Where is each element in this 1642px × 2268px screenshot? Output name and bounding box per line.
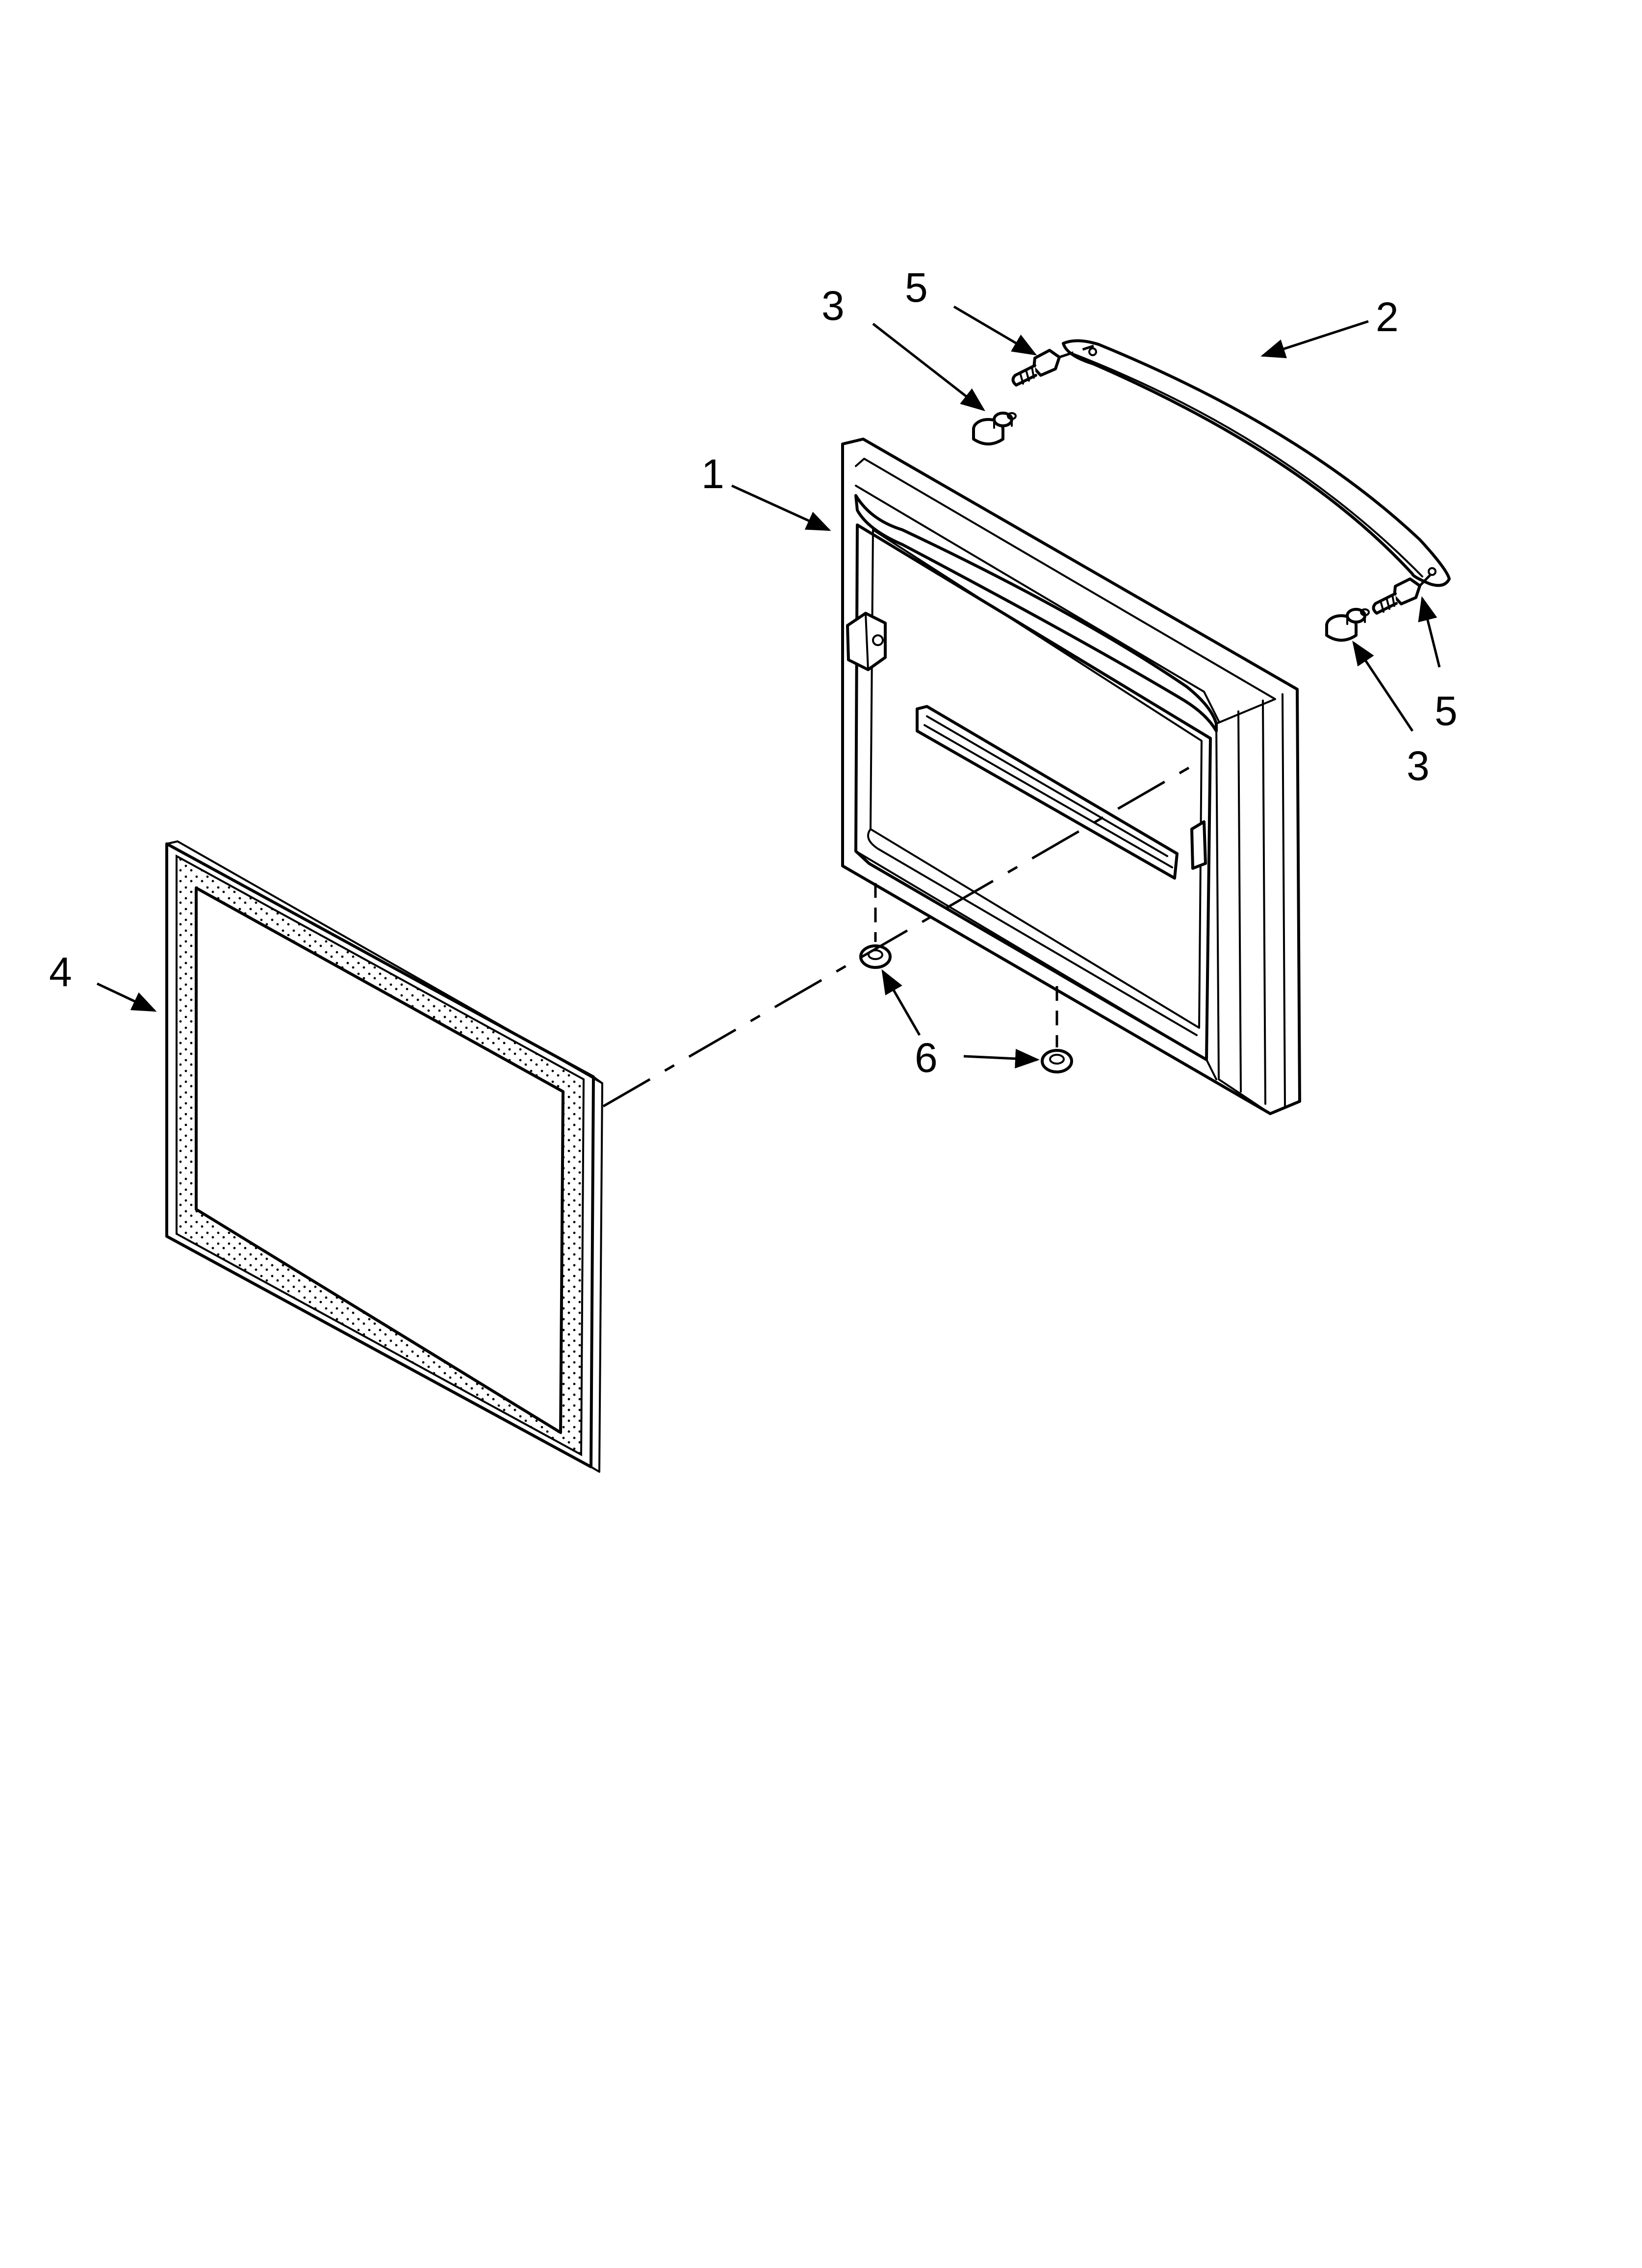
hinge-bracket [846, 612, 887, 671]
callout-gasket: 4 [49, 949, 72, 995]
callout-stud-top: 3 [821, 283, 845, 329]
leader-screw-right [1418, 596, 1441, 668]
gasket-part [165, 840, 603, 1473]
leader-stud-top [872, 323, 985, 412]
screw-top [1011, 344, 1094, 387]
callout-handle: 2 [1376, 294, 1399, 340]
screw-right [1372, 572, 1433, 615]
leader-plug-right [963, 1048, 1040, 1069]
leader-stud-right [1352, 640, 1414, 732]
callout-door: 1 [701, 451, 724, 497]
leader-handle [1260, 320, 1369, 359]
callout-screw-top: 5 [905, 264, 928, 311]
door-shelf [916, 705, 1179, 880]
callout-plug: 6 [915, 1035, 938, 1081]
door-part [841, 438, 1301, 1115]
leader-door [731, 484, 831, 531]
mount-stud-right [1325, 608, 1370, 642]
gasket-alignment-line [602, 759, 1203, 1108]
plug-right [1041, 1049, 1073, 1073]
handle-part [1062, 339, 1451, 587]
callout-stud-right: 3 [1407, 743, 1430, 789]
leader-screw-top [953, 305, 1037, 356]
mount-stud-top [972, 412, 1017, 445]
leader-plug-left [881, 969, 921, 1036]
callout-screw-right: 5 [1435, 688, 1458, 734]
leader-gasket [96, 982, 157, 1012]
